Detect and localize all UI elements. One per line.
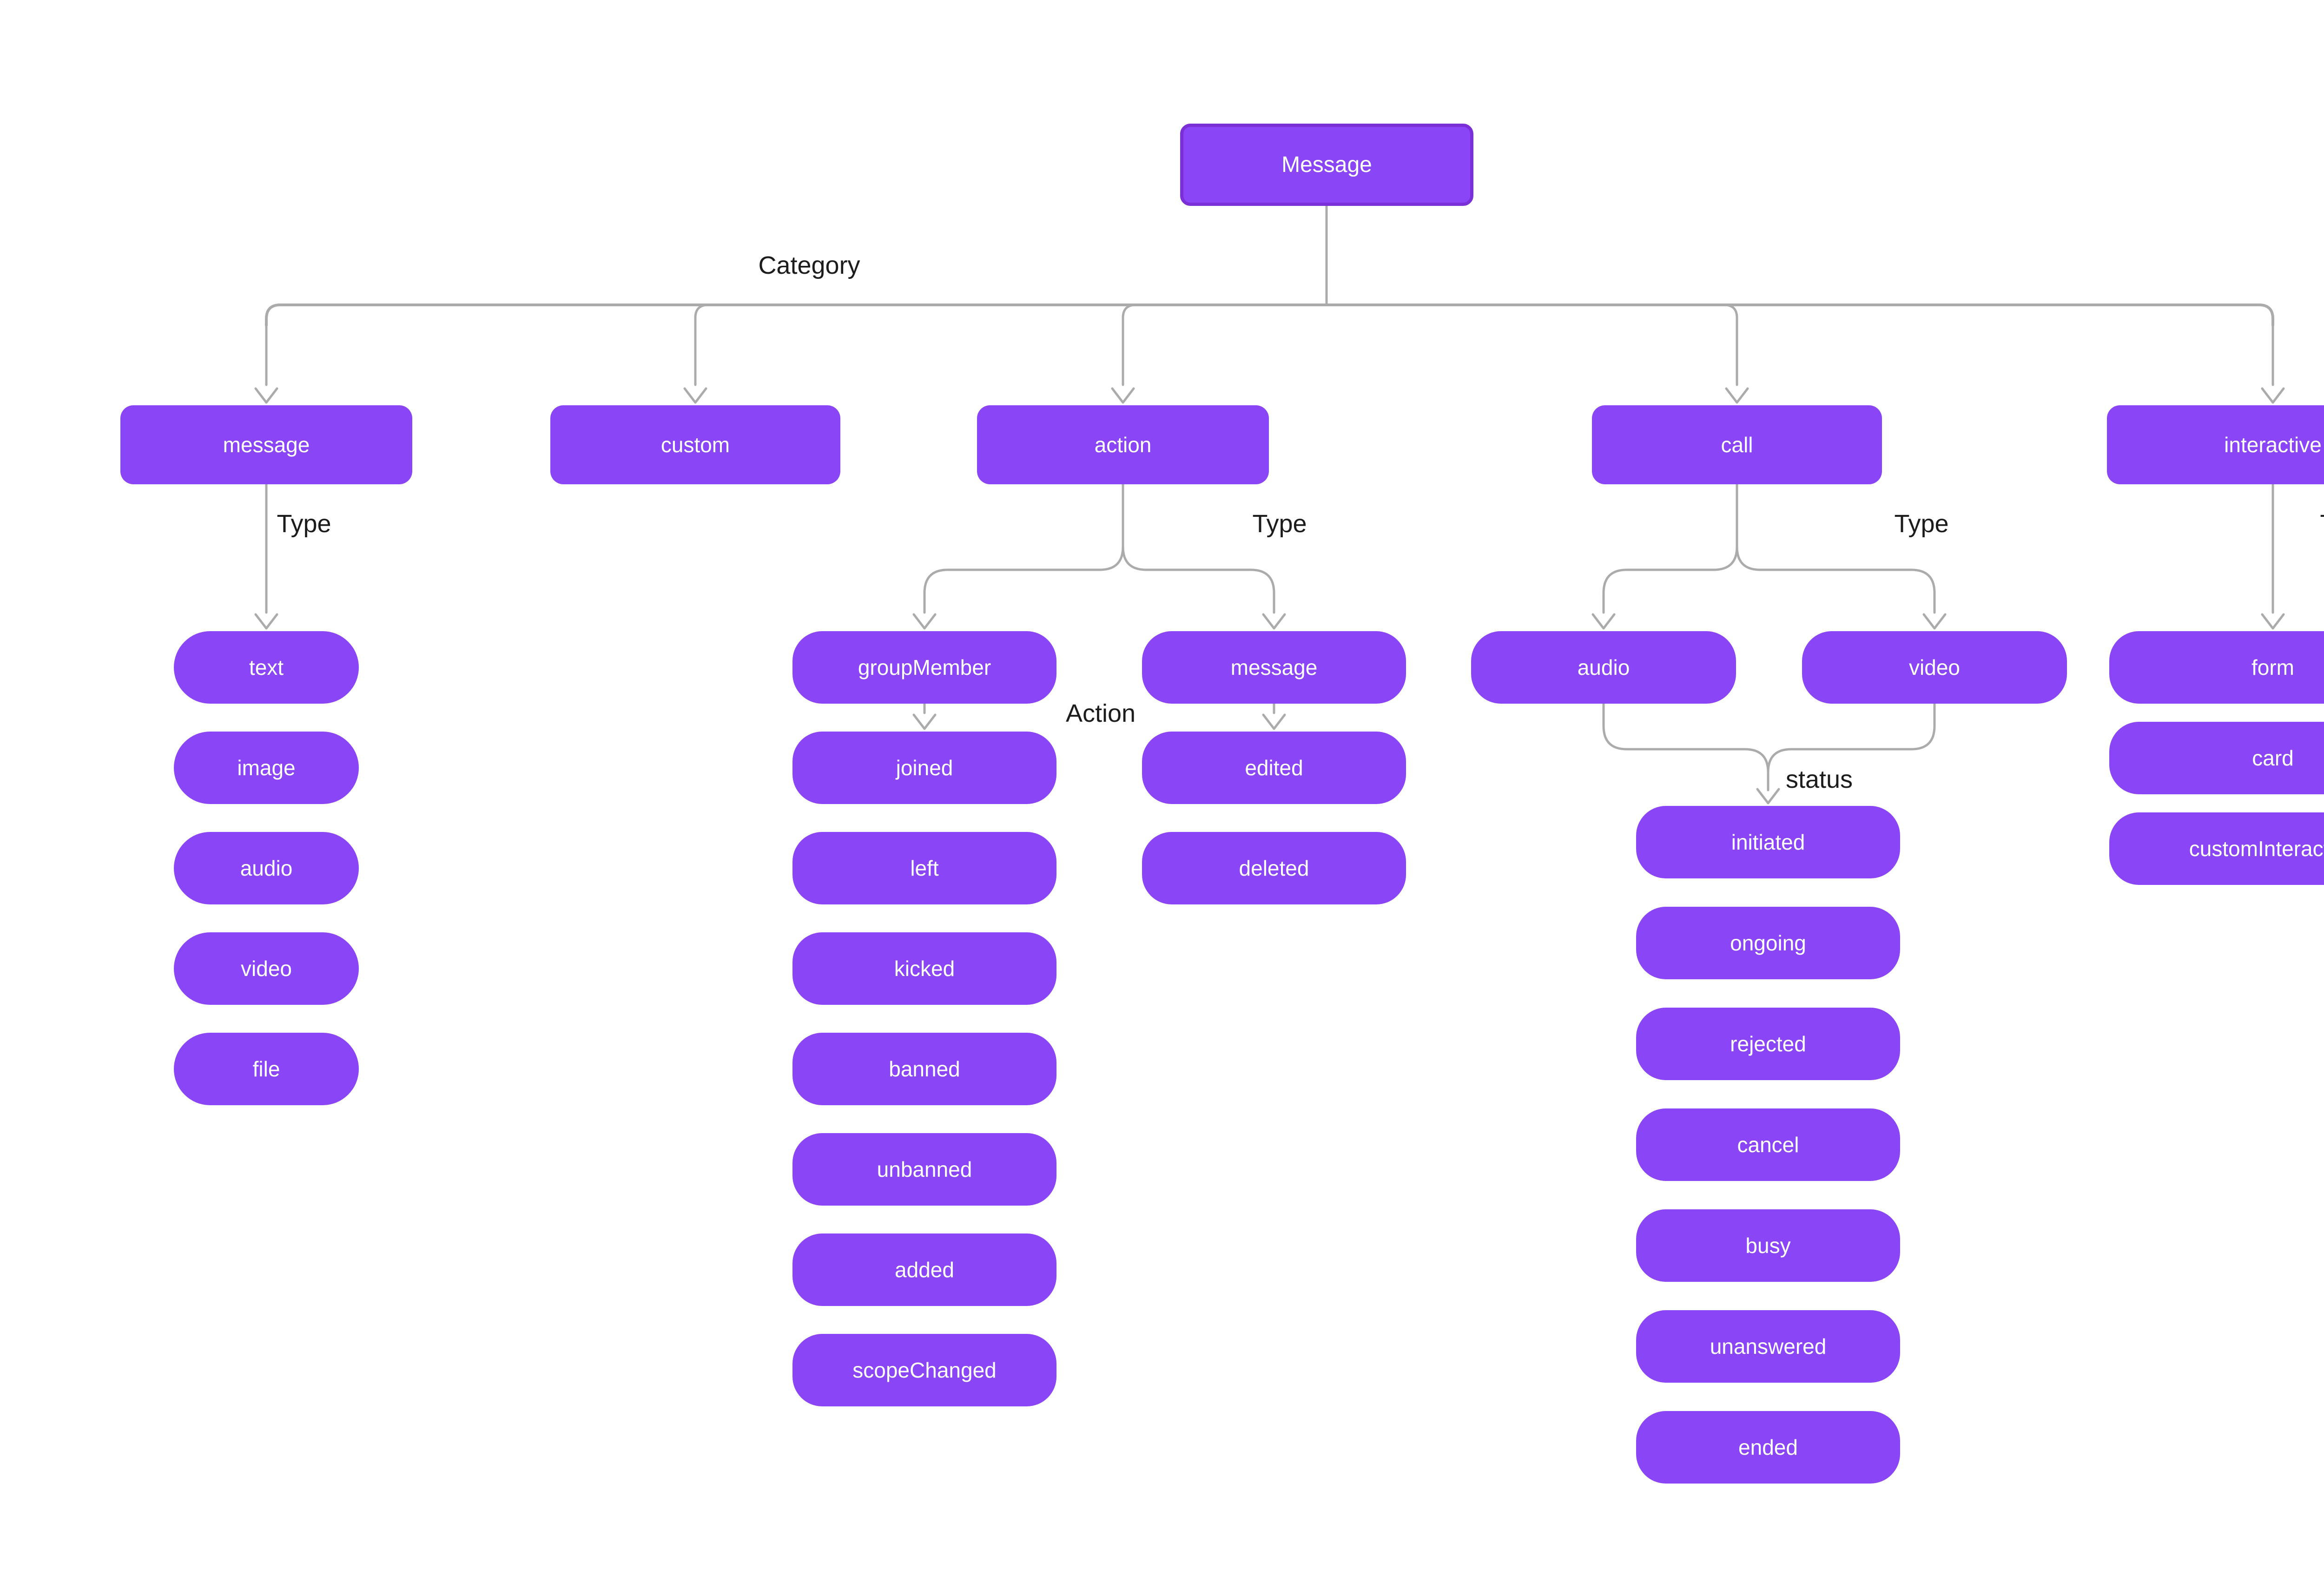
node-category-interactive[interactable]: interactive [2107,405,2324,484]
node-action-edited[interactable]: edited [1142,732,1406,804]
edge-label-type-action: Type [1252,510,1307,538]
connector-message-to-edited [1262,702,1286,730]
edge-label-action: Action [1065,699,1136,727]
node-action-joined[interactable]: joined [792,732,1056,804]
node-action-left[interactable]: left [792,832,1056,904]
node-call-status-ongoing[interactable]: ongoing [1636,907,1900,979]
node-message-type-video[interactable]: video [174,932,359,1005]
node-message-type-text[interactable]: text [174,631,359,704]
node-call-status-rejected[interactable]: rejected [1636,1008,1900,1080]
node-message-root[interactable]: Message [1180,124,1473,206]
node-interactive-type-card[interactable]: card [2109,722,2324,794]
connector-message-to-text [254,483,278,630]
node-message-type-image[interactable]: image [174,732,359,804]
node-category-action[interactable]: action [977,405,1269,484]
node-category-message[interactable]: message [120,405,412,484]
node-action-scopechanged[interactable]: scopeChanged [792,1334,1056,1406]
node-action-type-message[interactable]: message [1142,631,1406,704]
node-action-kicked[interactable]: kicked [792,932,1056,1005]
node-action-added[interactable]: added [792,1233,1056,1306]
node-call-status-initiated[interactable]: initiated [1636,806,1900,878]
connector-call-merge-to-status [1602,702,1936,805]
node-call-status-cancel[interactable]: cancel [1636,1108,1900,1181]
connector-action-split [912,483,1286,630]
edge-label-type-interactive: Type [2320,509,2324,538]
node-message-type-file[interactable]: file [174,1033,359,1105]
edge-label-category: Category [758,251,860,279]
node-call-status-ended[interactable]: ended [1636,1411,1900,1484]
node-action-type-groupmember[interactable]: groupMember [792,631,1056,704]
node-action-banned[interactable]: banned [792,1033,1056,1105]
connector-call-split [1591,483,1947,630]
node-call-status-unanswered[interactable]: unanswered [1636,1310,1900,1383]
node-interactive-type-form[interactable]: form [2109,631,2324,704]
connector-groupmember-to-joined [912,702,937,730]
node-call-status-busy[interactable]: busy [1636,1209,1900,1282]
node-call-type-video[interactable]: video [1802,631,2067,704]
node-interactive-type-custominteractive[interactable]: customInteractive [2109,812,2324,885]
node-message-type-audio[interactable]: audio [174,832,359,904]
edge-label-type-call: Type [1894,510,1949,538]
node-action-deleted[interactable]: deleted [1142,832,1406,904]
edge-label-type-message: Type [277,510,331,538]
connector-interactive-to-form [2261,483,2285,630]
connector-root-to-categories [254,204,2285,404]
node-category-call[interactable]: call [1592,405,1882,484]
node-call-type-audio[interactable]: audio [1471,631,1736,704]
node-category-custom[interactable]: custom [550,405,840,484]
edge-label-status: status [1785,765,1853,793]
node-action-unbanned[interactable]: unbanned [792,1133,1056,1206]
